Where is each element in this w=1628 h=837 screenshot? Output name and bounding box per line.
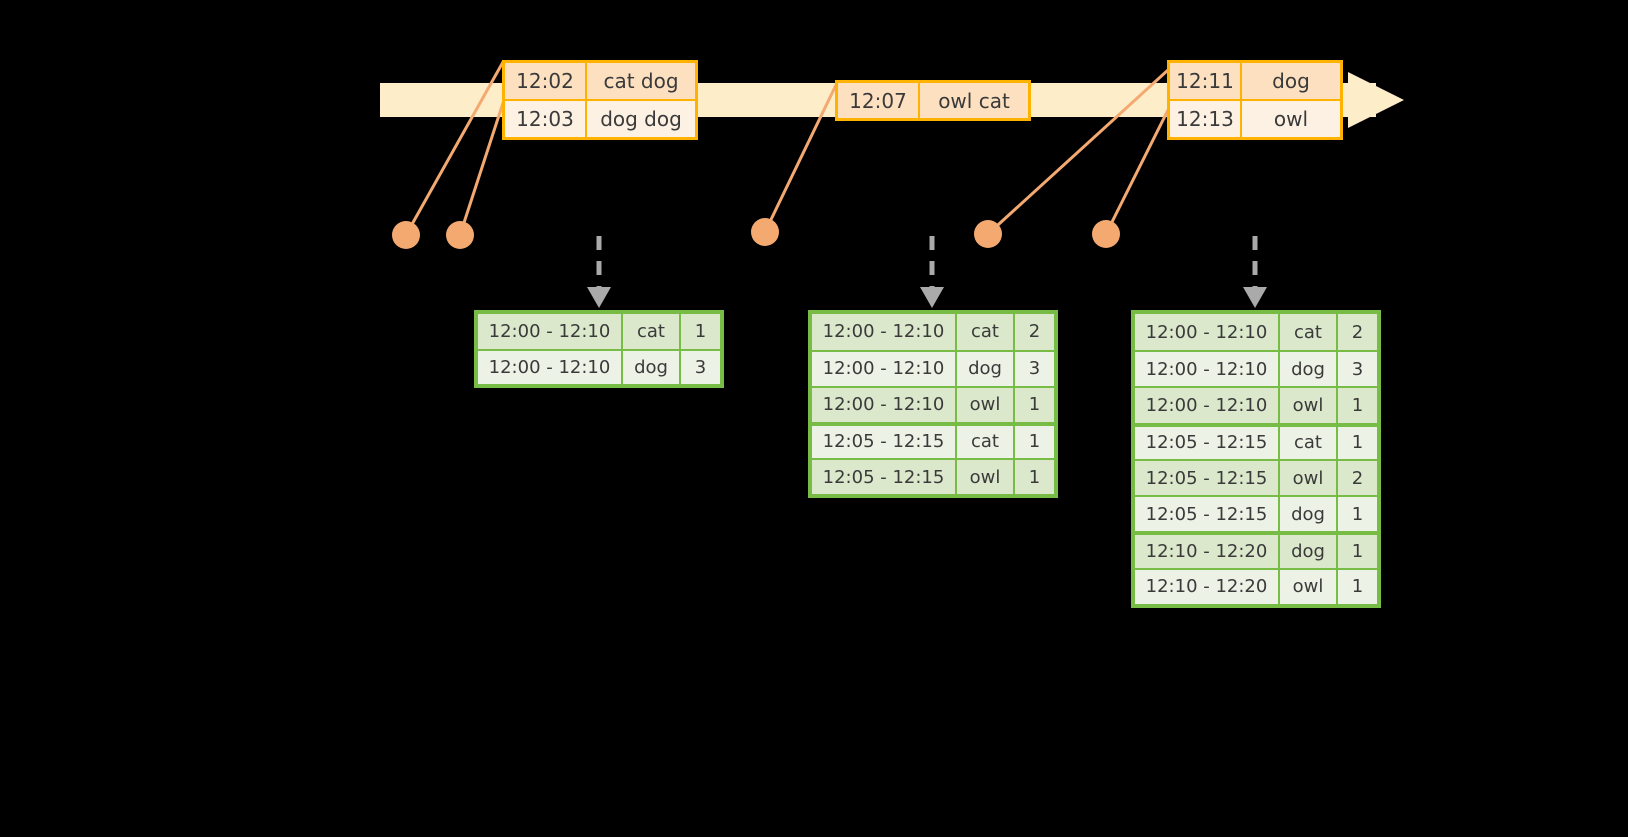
event-words: owl bbox=[1273, 107, 1309, 131]
event-row[interactable]: 12:02 cat dog bbox=[505, 63, 695, 99]
cell-count: 3 bbox=[694, 356, 707, 378]
event-row[interactable]: 12:03 dog dog bbox=[505, 99, 695, 137]
event-dot-5 bbox=[1092, 220, 1120, 248]
cell-key: dog bbox=[957, 351, 1015, 386]
cell-key: owl bbox=[1280, 569, 1338, 605]
cell-key: dog bbox=[1280, 497, 1338, 532]
event-row[interactable]: 12:11 dog bbox=[1170, 63, 1340, 99]
cell-key: cat bbox=[1280, 426, 1338, 459]
connector-line-1 bbox=[404, 60, 505, 237]
cell-count: 3 bbox=[1351, 358, 1364, 380]
cell-count: 1 bbox=[694, 320, 707, 342]
cell-key: cat bbox=[957, 314, 1015, 350]
emit-arrowhead-2 bbox=[920, 287, 944, 308]
cell-count: 1 bbox=[1351, 395, 1364, 417]
event-dot-3 bbox=[751, 218, 779, 246]
cell-window: 12:00 - 12:10 bbox=[1135, 388, 1280, 423]
event-time: 12:13 bbox=[1170, 101, 1242, 137]
cell-count: 1 bbox=[1351, 541, 1364, 563]
emit-arrowhead-1 bbox=[587, 287, 611, 308]
event-words: owl cat bbox=[938, 88, 1010, 113]
cell-window: 12:05 - 12:15 bbox=[1135, 460, 1280, 496]
event-row[interactable]: 12:07 owl cat bbox=[838, 83, 1028, 118]
event-time: 12:03 bbox=[505, 101, 587, 137]
event-words: dog bbox=[1272, 69, 1310, 93]
cell-count: 1 bbox=[1028, 431, 1041, 453]
cell-window: 12:00 - 12:10 bbox=[1135, 352, 1280, 387]
cell-window: 12:05 - 12:15 bbox=[1135, 426, 1280, 459]
event-dot-2 bbox=[446, 221, 474, 249]
event-box-group-1[interactable]: 12:02 cat dog 12:03 dog dog bbox=[502, 60, 698, 140]
cell-key: owl bbox=[1280, 388, 1338, 423]
event-row[interactable]: 12:13 owl bbox=[1170, 99, 1340, 137]
event-time: 12:02 bbox=[505, 63, 587, 99]
connector-line-2 bbox=[458, 101, 505, 237]
cell-key: owl bbox=[957, 460, 1015, 494]
cell-count: 1 bbox=[1351, 432, 1364, 454]
cell-key: owl bbox=[957, 387, 1015, 422]
cell-count: 3 bbox=[1028, 358, 1041, 380]
cell-key: cat bbox=[1280, 314, 1338, 351]
event-words: dog dog bbox=[600, 107, 682, 131]
cell-window: 12:10 - 12:20 bbox=[1135, 535, 1280, 568]
cell-window: 12:00 - 12:10 bbox=[812, 351, 957, 386]
emit-arrowhead-3 bbox=[1243, 287, 1267, 308]
emit-arrows bbox=[596, 236, 1258, 290]
cell-count: 1 bbox=[1351, 576, 1364, 598]
connector-line-5 bbox=[1104, 108, 1170, 236]
event-dot-1 bbox=[392, 221, 420, 249]
event-words: cat dog bbox=[603, 69, 679, 93]
cell-key: cat bbox=[623, 314, 681, 349]
cell-window: 12:05 - 12:15 bbox=[1135, 497, 1280, 532]
event-box-group-2[interactable]: 12:07 owl cat bbox=[835, 80, 1031, 121]
cell-key: dog bbox=[1280, 352, 1338, 387]
cell-key: owl bbox=[1280, 460, 1338, 496]
cell-window: 12:05 - 12:15 bbox=[812, 460, 957, 494]
cell-count: 1 bbox=[1028, 466, 1041, 488]
event-time: 12:11 bbox=[1170, 63, 1242, 99]
connector-line-3 bbox=[763, 83, 838, 234]
cell-key: dog bbox=[623, 350, 681, 384]
cell-key: cat bbox=[957, 425, 1015, 458]
cell-window: 12:00 - 12:10 bbox=[478, 314, 623, 349]
cell-count: 2 bbox=[1028, 321, 1041, 343]
cell-window: 12:00 - 12:10 bbox=[1135, 314, 1280, 351]
emit-arrowheads bbox=[587, 287, 1267, 308]
cell-window: 12:10 - 12:20 bbox=[1135, 569, 1280, 605]
cell-window: 12:00 - 12:10 bbox=[812, 387, 957, 422]
cell-key: dog bbox=[1280, 535, 1338, 568]
cell-count: 1 bbox=[1351, 503, 1364, 525]
cell-count: 1 bbox=[1028, 394, 1041, 416]
cell-window: 12:05 - 12:15 bbox=[812, 425, 957, 458]
cell-window: 12:00 - 12:10 bbox=[812, 314, 957, 350]
event-dots bbox=[392, 218, 1120, 249]
cell-window: 12:00 - 12:10 bbox=[478, 350, 623, 384]
cell-count: 2 bbox=[1351, 467, 1364, 489]
cell-count: 2 bbox=[1351, 321, 1364, 343]
event-time: 12:07 bbox=[838, 83, 920, 118]
event-box-group-3[interactable]: 12:11 dog 12:13 owl bbox=[1167, 60, 1343, 140]
event-dot-4 bbox=[974, 220, 1002, 248]
